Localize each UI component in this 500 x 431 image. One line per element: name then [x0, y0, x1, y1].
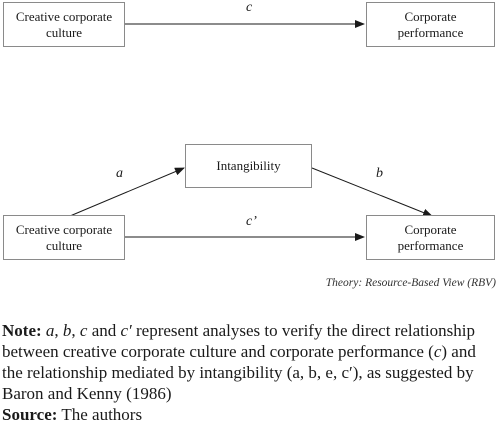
note-block: Note: a, b, c and c′ represent analyses …	[2, 320, 496, 425]
path-label-b: b	[376, 166, 383, 181]
path-label-a: a	[116, 166, 123, 181]
note-label: Note:	[2, 321, 42, 340]
note-text: ,	[71, 321, 80, 340]
source-label: Source:	[2, 405, 58, 424]
note-text: and	[87, 321, 121, 340]
arrow-b	[311, 167, 433, 217]
box-line: Corporate	[404, 8, 457, 24]
note-text: c	[79, 321, 88, 340]
note-text: represent analyses to verify the direct …	[2, 321, 475, 361]
box-line: Creative corporate	[15, 8, 113, 24]
box-line: performance	[397, 237, 464, 253]
box-line: Corporate	[404, 221, 457, 237]
note-text: ) and the relationship mediated by intan…	[2, 342, 476, 403]
note-text: b	[62, 321, 72, 340]
note-text: c′	[120, 321, 132, 340]
arrow-a	[69, 167, 185, 217]
path-label-c-prime: c’	[246, 214, 257, 229]
creative-culture-box-1: Creative corporate culture	[3, 2, 125, 47]
box-line: culture	[45, 24, 83, 40]
corporate-performance-box-1: Corporate performance	[366, 2, 495, 47]
note-text: a	[45, 321, 55, 340]
box-line: performance	[397, 24, 464, 40]
source-text: The authors	[61, 405, 143, 424]
path-label-c: c	[246, 0, 253, 15]
box-line: culture	[45, 237, 83, 253]
note-text: ,	[54, 321, 63, 340]
creative-culture-box-2: Creative corporate culture	[3, 215, 125, 260]
corporate-performance-box-2: Corporate performance	[366, 215, 495, 260]
intangibility-box: Intangibility	[185, 144, 312, 188]
box-line: Creative corporate	[15, 221, 113, 237]
box-line: Intangibility	[216, 158, 281, 173]
note-text: c	[433, 342, 442, 361]
theory-caption: Theory: Resource-Based View (RBV)	[325, 277, 496, 289]
